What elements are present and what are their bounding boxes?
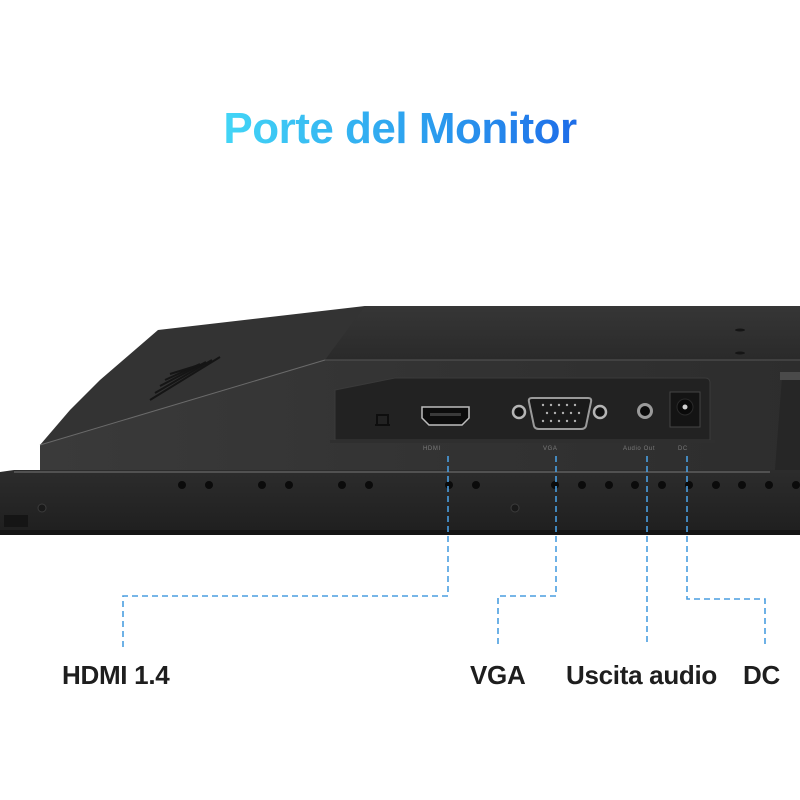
callout-lines — [122, 456, 766, 648]
audio-out-jack[interactable] — [637, 403, 653, 419]
callout-label-audio: Uscita audio — [566, 660, 717, 690]
vga-port[interactable] — [511, 397, 608, 430]
engraved-label-dc: DC — [678, 446, 688, 452]
monitor-bottom-edge — [0, 470, 800, 535]
callout-label-hdmi: HDMI 1.4 — [62, 660, 170, 690]
hdmi-port[interactable] — [421, 406, 470, 426]
vent-icon — [149, 356, 221, 401]
callout-label-dc: DC — [743, 660, 780, 690]
engraved-label-hdmi: HDMI — [423, 446, 441, 452]
callout-line-hdmi — [122, 456, 449, 648]
engraved-label-audio-out: Audio Out — [623, 446, 655, 452]
dc-power-jack[interactable] — [669, 391, 701, 428]
callout-line-dc — [686, 456, 766, 648]
port-panel: HDMI VGA Audio Out DC — [330, 377, 715, 452]
kensington-lock-icon[interactable] — [375, 414, 390, 426]
callout-label-vga: VGA — [470, 660, 526, 690]
callout-line-vga — [497, 456, 557, 648]
engraved-label-vga: VGA — [543, 446, 557, 452]
